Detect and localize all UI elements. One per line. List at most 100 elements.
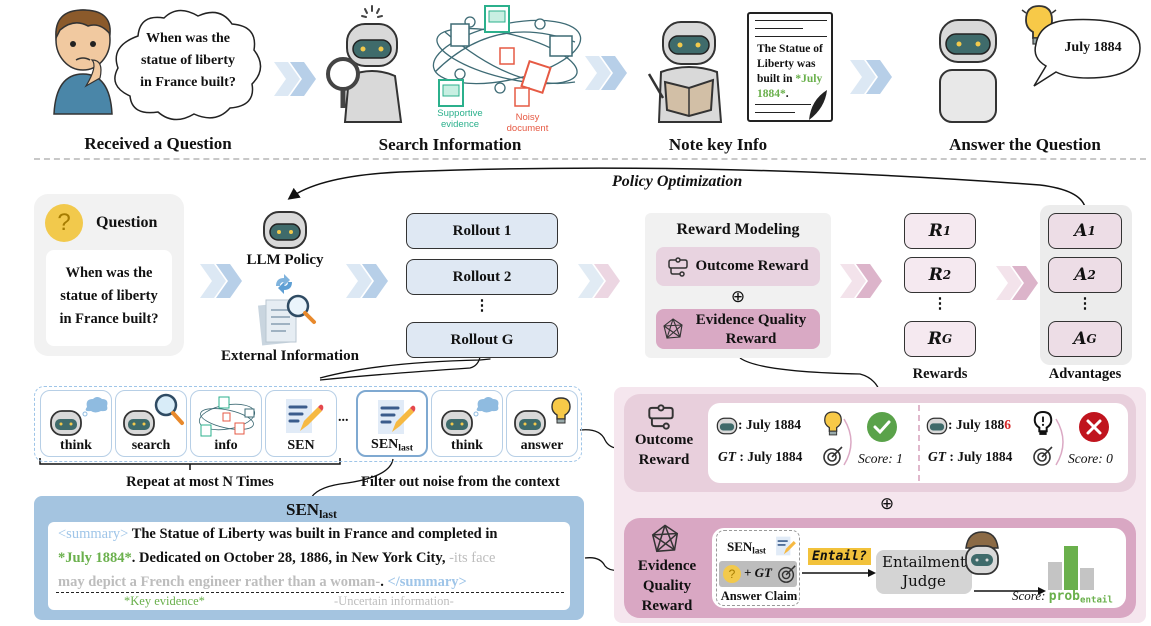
rollout-box: Rollout G: [406, 322, 558, 358]
answer-claim-label: Answer Claim: [720, 589, 798, 603]
thought-cloud: [114, 9, 262, 121]
compare-arrow: [843, 418, 852, 466]
target-icon: [778, 565, 796, 583]
step-label-answer: Answer the Question: [949, 135, 1101, 154]
chevron-arrow-icon: [850, 60, 892, 94]
question-title: Question: [96, 214, 158, 231]
robot-head-icon: [50, 410, 82, 436]
action-tile-search: search: [115, 390, 187, 457]
chevron-arrow-icon: [200, 264, 242, 298]
probability-bars-icon: [1048, 546, 1094, 590]
step-label-search: Search Information: [378, 135, 522, 154]
legend-key-evidence: *Key evidence*: [124, 594, 205, 608]
sen-last-title: SENlast: [286, 500, 337, 521]
llm-policy-label: LLM Policy: [246, 252, 324, 268]
repeat-label: Repeat at most N Times: [126, 474, 274, 490]
chevron-arrow-icon: [996, 266, 1038, 300]
prediction-wrong: : July 1886: [948, 417, 1012, 432]
workflow-icon: [648, 404, 674, 430]
document-network-icon: [432, 5, 582, 107]
prob-bar: [1048, 562, 1062, 590]
exchange-arrows-icon: [276, 274, 292, 294]
rollout-ellipsis: ⋮: [474, 298, 490, 314]
plus-operator: ⊕: [730, 287, 746, 307]
comparison-divider: [918, 405, 920, 481]
document-search-icon: [257, 294, 316, 346]
question-text: When was the statue of liberty in France…: [46, 250, 172, 346]
advantage-ellipsis: ⋮: [1077, 296, 1093, 312]
check-icon: [867, 412, 897, 442]
speech-bubble: [1033, 18, 1141, 87]
action-tile-sen-last: SENlast: [356, 390, 428, 457]
robot-search-icon: [326, 5, 403, 123]
action-tile-think: think: [40, 390, 112, 457]
rollout-box: Rollout 2: [406, 259, 558, 295]
entail-score: Score: probentail: [1012, 588, 1113, 606]
step-label-received: Received a Question: [84, 134, 232, 153]
question-bubble-text: When was the statue of liberty in France…: [140, 31, 236, 90]
target-icon: [823, 446, 843, 466]
noisy-document-caption: Noisy document: [506, 112, 549, 134]
note-pencil-icon: [378, 400, 416, 434]
rollout-box: Rollout 1: [406, 213, 558, 249]
robot-reading-icon: [647, 21, 723, 123]
outcome-comparison-card: : July 1884 GT : July 1884 Score: 1 : Ju…: [708, 403, 1128, 483]
cross-icon: [1079, 412, 1109, 442]
chevron-arrow-icon: [274, 62, 316, 96]
outcome-reward-label: Outcome Reward: [634, 432, 694, 468]
evidence-quality-reward-panel: Evidence Quality Reward SENlast ? + GT A…: [624, 518, 1136, 618]
action-tile-info: info: [190, 390, 262, 457]
robot-head-icon: [514, 410, 546, 436]
plus-operator: ⊕: [879, 494, 895, 514]
robot-head-icon: [263, 211, 307, 249]
detective-robot-icon: [965, 531, 999, 575]
entail-tag: Entail?: [808, 548, 871, 565]
top-row: When was the statue of liberty in France…: [0, 0, 1151, 160]
summary-text: <summary> The Statue of Liberty was buil…: [58, 526, 498, 590]
lightbulb-exclamation-icon: [1033, 410, 1053, 435]
note-pencil-icon: [776, 536, 796, 556]
action-tile-think: think: [431, 390, 503, 457]
sen-last-label: SENlast: [727, 539, 766, 556]
policy-optimization-label: Policy Optimization: [612, 173, 743, 190]
section-divider: [34, 158, 1146, 160]
question-mark-icon: ?: [723, 565, 741, 583]
action-sequence: [34, 386, 582, 462]
external-information-label: External Information: [221, 348, 359, 364]
compare-arrow: [1055, 418, 1064, 466]
question-panel: ? Question When was the statue of libert…: [34, 194, 184, 356]
answer-bubble-text: July 1884: [1064, 40, 1122, 55]
evidence-quality-reward-box: Evidence Quality Reward: [656, 309, 820, 349]
quill-icon: [809, 90, 827, 120]
filter-label: Filter out noise from the context: [361, 474, 560, 490]
entail-arrow: [802, 569, 876, 577]
tiles-ellipsis: ...: [338, 410, 349, 425]
prediction-correct: : July 1884: [738, 417, 802, 432]
reward-ellipsis: ⋮: [932, 296, 948, 312]
sen-last-content: <summary> The Statue of Liberty was buil…: [48, 522, 570, 610]
robot-head-icon: [716, 417, 738, 435]
rewards-label: Rewards: [912, 366, 968, 382]
note-text: The Statue of Liberty was built in *July…: [757, 43, 823, 100]
reward-modeling-title: Reward Modeling: [676, 221, 800, 238]
entailment-card: SENlast ? + GT Answer Claim Entail? Ent: [712, 528, 1126, 608]
chevron-arrow-icon: [840, 264, 882, 298]
claim-gray: ? + GT: [719, 561, 797, 587]
lightbulb-icon: [824, 411, 842, 436]
network-icon: [663, 318, 683, 339]
entailment-judge-box: Entailment Judge: [876, 550, 972, 594]
chevron-arrow-icon: [585, 56, 627, 90]
prob-bar: [1064, 546, 1078, 590]
action-tile-sen: SEN: [265, 390, 337, 457]
key-info-note: The Statue of Liberty was built in *July…: [747, 12, 833, 122]
supportive-evidence-caption: Supportive evidence: [437, 108, 483, 130]
score-correct: Score: 1: [858, 451, 903, 466]
legend-uncertain: -Uncertain information-: [334, 594, 454, 608]
prob-bar: [1080, 568, 1094, 590]
ground-truth-correct: GT : July 1884: [718, 449, 803, 464]
